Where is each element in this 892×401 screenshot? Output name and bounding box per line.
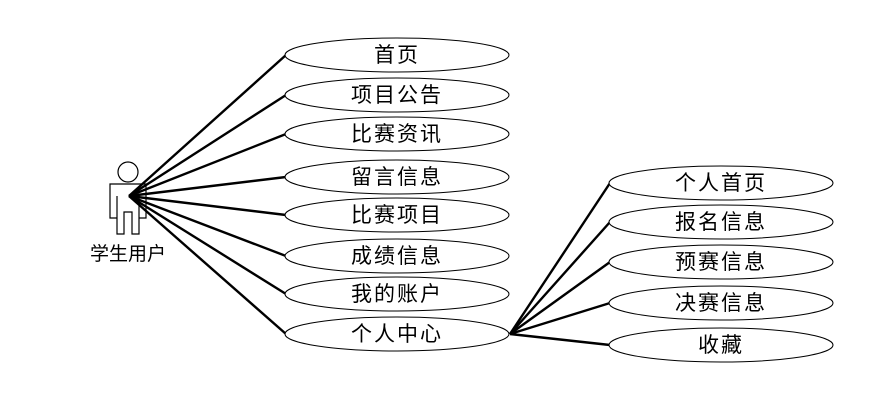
use-case-label: 成绩信息 [351, 244, 443, 268]
use-case-ellipse [284, 159, 510, 195]
use-case-label: 比赛资讯 [351, 122, 443, 146]
actor-associations [128, 54, 287, 335]
use-case-personal-home[interactable]: 个人首页 [608, 165, 834, 201]
use-case-ellipse [284, 37, 510, 73]
use-case-contest-news[interactable]: 比赛资讯 [284, 116, 510, 152]
association-line-preliminary [509, 261, 611, 335]
use-case-ellipse [608, 285, 834, 321]
association-line-home [128, 54, 287, 197]
use-case-ellipse [284, 238, 510, 274]
association-line-final [509, 301, 611, 336]
use-case-messages[interactable]: 留言信息 [284, 159, 510, 195]
actor-label: 学生用户 [90, 243, 166, 265]
use-case-ellipse [608, 165, 834, 201]
use-case-label: 项目公告 [351, 83, 443, 107]
use-case-my-account[interactable]: 我的账户 [284, 276, 510, 312]
use-case-final[interactable]: 决赛信息 [608, 285, 834, 321]
use-case-label: 个人中心 [351, 322, 443, 346]
use-case-personal-center[interactable]: 个人中心 [284, 316, 510, 352]
actor-body [109, 183, 147, 235]
use-case-label: 比赛项目 [351, 203, 443, 227]
personal-center-associations [508, 182, 612, 347]
use-case-ellipse [608, 244, 834, 280]
use-case-ellipse [284, 197, 510, 233]
association-line-contest-news [128, 132, 287, 198]
use-case-home[interactable]: 首页 [284, 37, 510, 73]
use-case-scores[interactable]: 成绩信息 [284, 238, 510, 274]
use-case-ellipse [284, 316, 510, 352]
use-case-preliminary[interactable]: 预赛信息 [608, 244, 834, 280]
use-case-label: 我的账户 [351, 282, 443, 306]
actor-head [117, 161, 139, 183]
use-case-ellipse [284, 276, 510, 312]
use-case-label: 决赛信息 [675, 291, 767, 315]
use-case-label: 预赛信息 [675, 250, 767, 274]
use-case-registration[interactable]: 报名信息 [608, 204, 834, 240]
use-case-favorites[interactable]: 收藏 [608, 327, 834, 363]
association-line-messages [128, 175, 287, 198]
use-case-ellipse [608, 327, 834, 363]
association-line-registration [509, 221, 611, 335]
association-line-personal-center [128, 195, 287, 335]
use-case-label: 留言信息 [351, 165, 443, 189]
use-case-label: 个人首页 [675, 171, 767, 195]
use-case-label: 报名信息 [675, 210, 767, 234]
association-line-project-notice [128, 93, 287, 198]
use-case-contest-projects[interactable]: 比赛项目 [284, 197, 510, 233]
actor-figure [109, 161, 147, 235]
use-case-label: 首页 [374, 43, 420, 67]
use-case-project-notice[interactable]: 项目公告 [284, 77, 510, 113]
association-line-my-account [128, 194, 287, 296]
use-case-label: 收藏 [698, 333, 744, 357]
use-case-ellipse [284, 77, 510, 113]
association-line-personal-home [508, 182, 612, 335]
use-case-ellipse [608, 204, 834, 240]
association-line-favorites [509, 332, 611, 347]
association-line-scores [128, 194, 287, 258]
use-case-ellipse [284, 116, 510, 152]
association-line-contest-projects [128, 194, 287, 217]
